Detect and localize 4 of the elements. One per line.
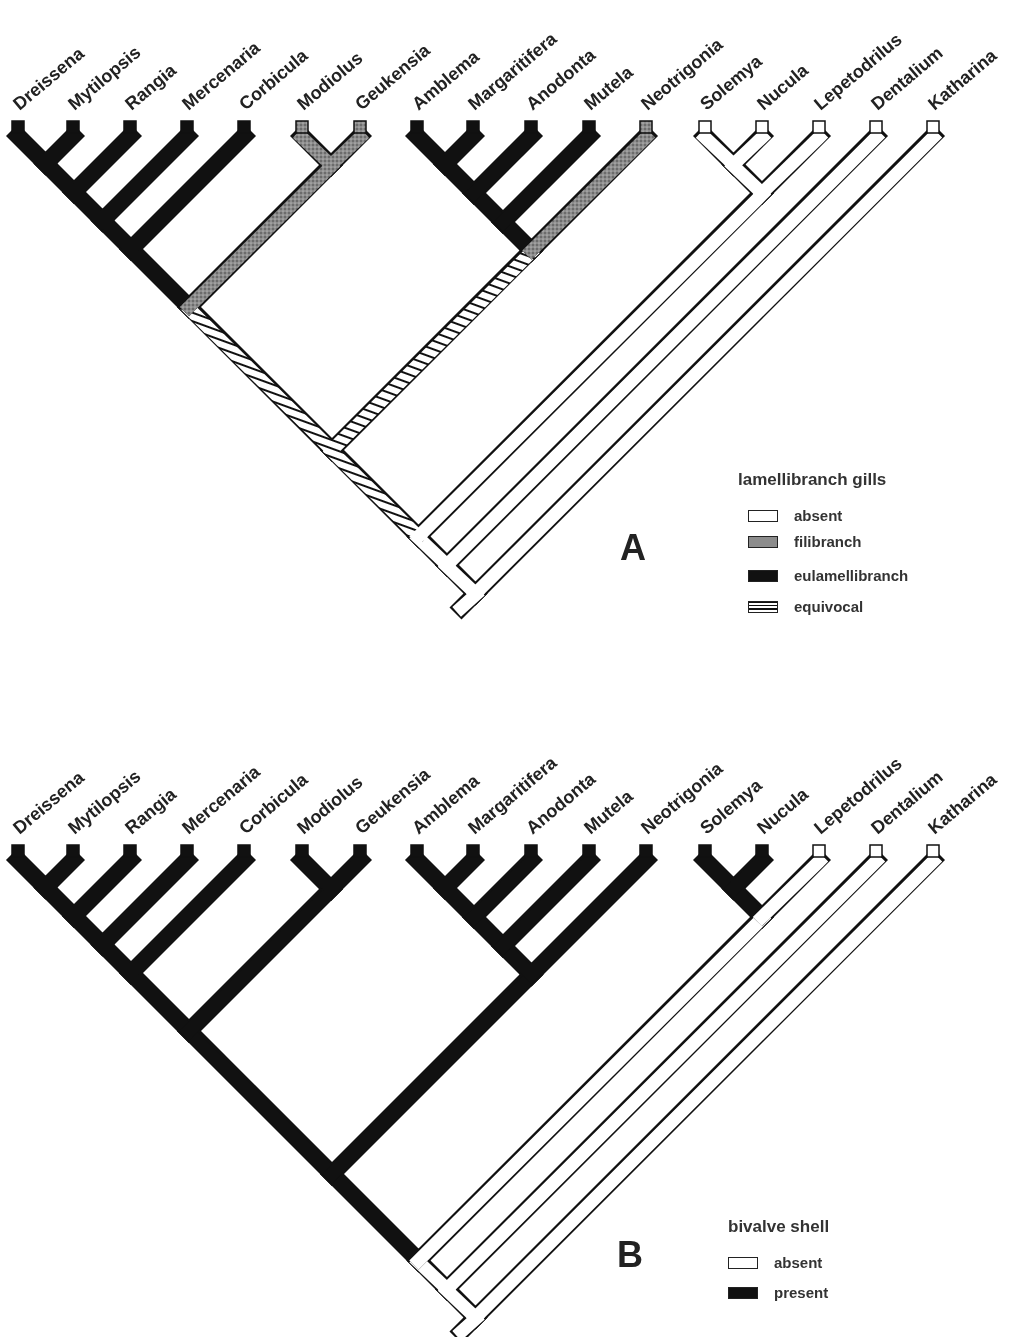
legend-title: bivalve shell — [728, 1217, 830, 1237]
legend-label: present — [774, 1285, 829, 1301]
legend-label: absent — [774, 1255, 823, 1271]
panel-letter: B — [617, 1237, 643, 1273]
